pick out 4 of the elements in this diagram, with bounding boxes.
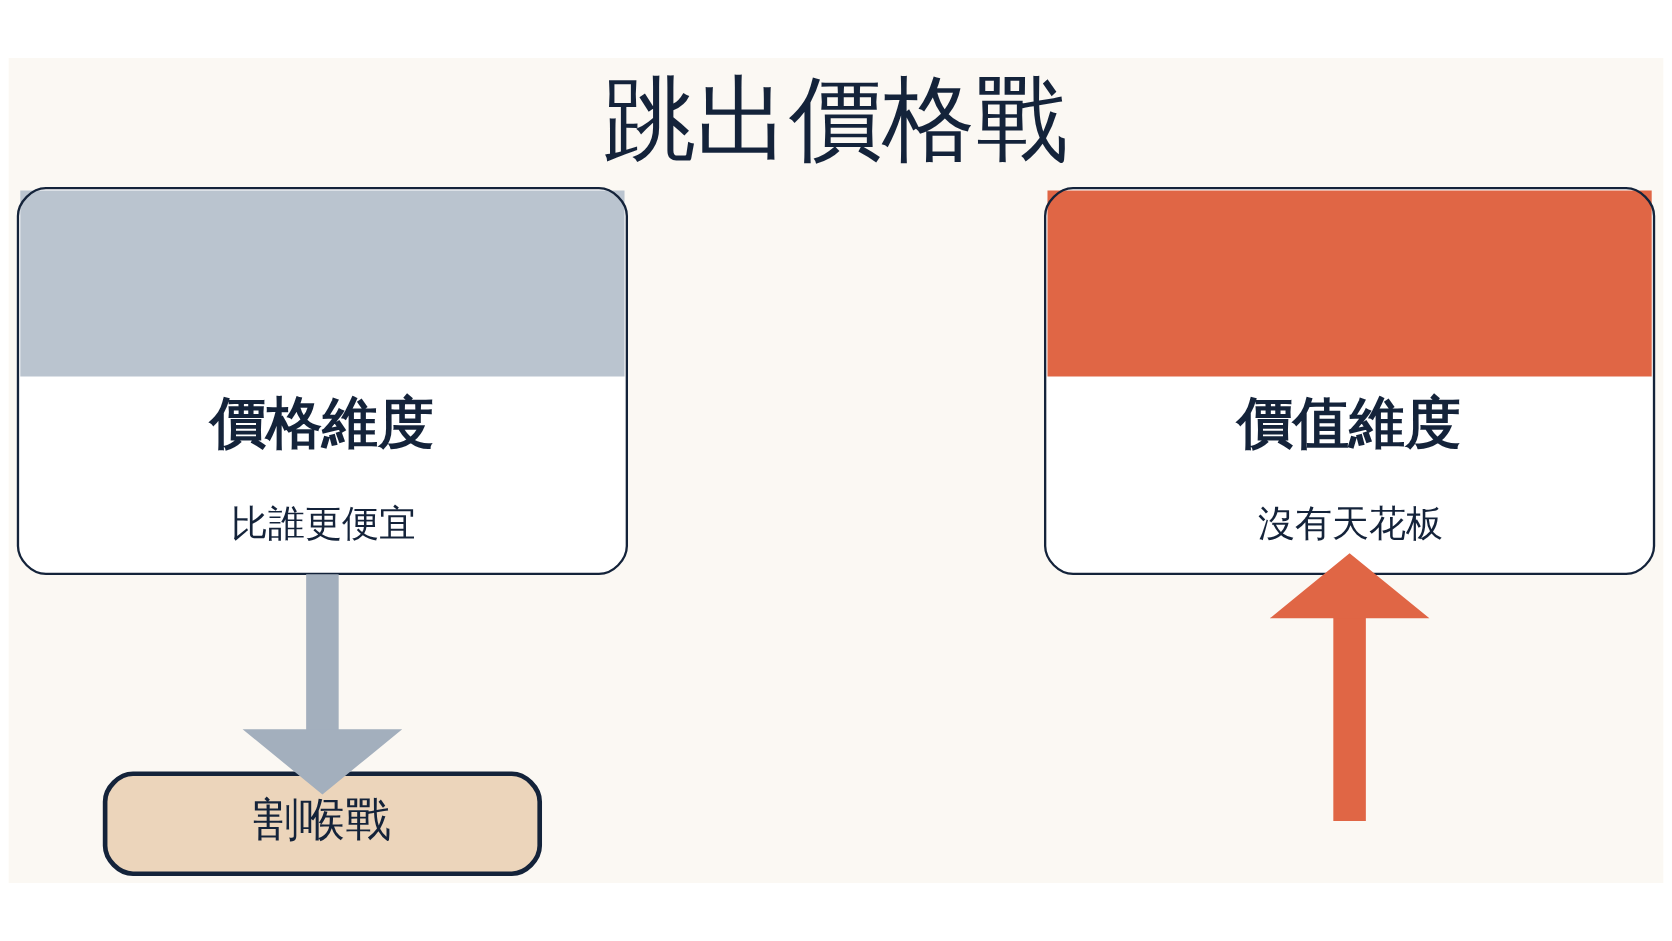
diagram-title: 跳出價格戰: [603, 64, 1069, 173]
arrow: [1269, 553, 1430, 822]
arrow: [242, 574, 403, 795]
node-box: 割喉戰: [102, 771, 543, 877]
